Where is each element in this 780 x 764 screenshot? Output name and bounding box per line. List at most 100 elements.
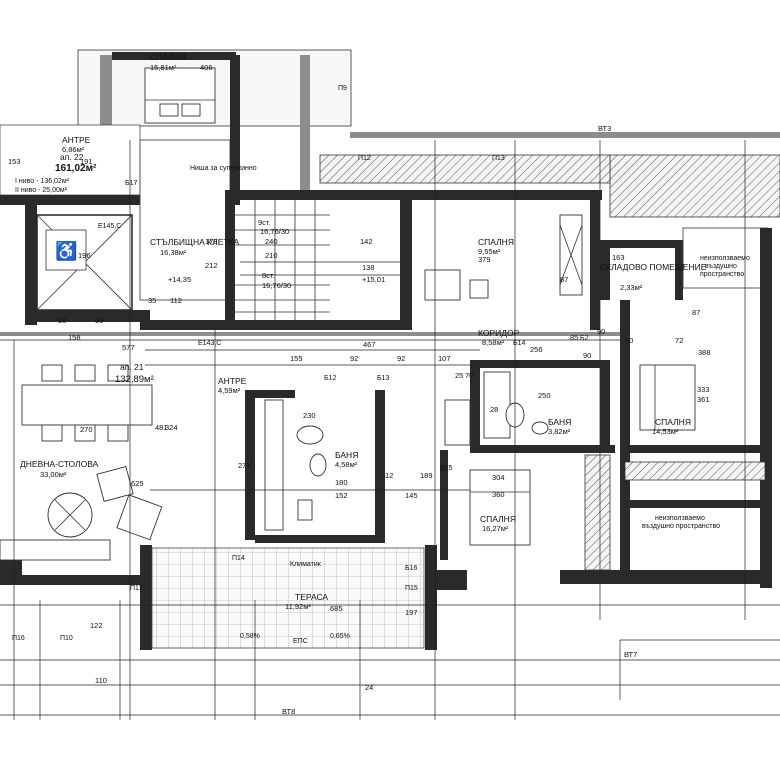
stair-treads <box>235 200 400 320</box>
dimension: 28 <box>490 405 498 414</box>
roof-hatch-right <box>609 154 780 218</box>
living-furniture <box>0 466 163 561</box>
apt22-level2: II ниво - 25,00м² <box>15 187 68 194</box>
bed-b <box>639 364 696 431</box>
dimension: 56 <box>95 316 103 325</box>
room-name-terrace: ТЕРАСА <box>295 592 328 602</box>
wardrobe-b <box>624 461 766 481</box>
axis-label: ВТ7 <box>624 650 637 659</box>
dimension: 270 <box>80 425 93 434</box>
room-name-antre21: АНТРЕ <box>218 376 247 386</box>
dimension: 467 <box>363 340 376 349</box>
room-name-bedroom-c: СПАЛНЯ <box>480 514 516 524</box>
axis-label: Б13 <box>377 375 389 382</box>
dimension: 24 <box>365 683 373 692</box>
dimension: 304 <box>492 473 505 482</box>
unused-air-top-3: пространство <box>700 271 744 278</box>
room-name-living: ДНЕВНА-СТОЛОВА <box>20 459 99 469</box>
apt22-zone: ♿ <box>0 124 225 325</box>
room-area-stair: 16,38м² <box>160 248 187 257</box>
dimension: 35 <box>148 296 156 305</box>
dimension: 379 <box>478 255 491 264</box>
room-name-bath-a: БАНЯ <box>335 450 358 460</box>
dimension: 388 <box>698 348 711 357</box>
room-name-corridor: КОРИДОР <box>478 328 520 338</box>
axis-label: П14 <box>232 555 245 562</box>
dimension: 685 <box>330 604 343 613</box>
room-area-corridor: 8,58м² <box>482 338 505 347</box>
dimension: 112 <box>170 296 182 305</box>
dimension: 158 <box>68 333 81 342</box>
dimension: 107 <box>438 354 451 363</box>
dimension: 191 <box>80 157 93 166</box>
axis-label: Е143,С <box>198 340 221 347</box>
unused-air-top-2: въздушно <box>705 263 737 270</box>
stair-upper-count: 9ст. <box>258 218 271 227</box>
dimension: 212 <box>205 261 218 270</box>
room-area-antre21: 4,59м² <box>218 386 241 395</box>
gutter-note: ЕПС <box>293 638 308 645</box>
dimension: 92 <box>397 354 405 363</box>
room-area-apt22-antre: 6,86м² <box>62 145 85 154</box>
dimension: 70 <box>465 371 473 380</box>
apt21-total: 132,89м² <box>115 374 154 385</box>
stair-lower-count: 8ст. <box>262 271 275 280</box>
dimension: 87 <box>560 275 568 284</box>
axis-label: ВТ8 <box>282 707 295 716</box>
apt22-total: 161,02м² <box>55 163 97 174</box>
axis-label: Б16 <box>405 565 417 572</box>
dimension: 360 <box>492 490 505 499</box>
dimension: 138 <box>362 263 375 272</box>
bed-c <box>469 469 531 546</box>
axis-label: П13 <box>492 155 505 162</box>
bedroom-a-walls <box>412 190 602 330</box>
dimension: 361 <box>697 395 710 404</box>
dimension: 625 <box>131 479 144 488</box>
dimension: 240 <box>265 237 278 246</box>
dimension: 180 <box>335 478 348 487</box>
room-area-bath-b: 3,82м² <box>548 427 571 436</box>
unused-air-bottom-1: неизползваемо <box>655 515 705 522</box>
axis-label: П11 <box>130 585 142 592</box>
room-name-bedroom-b: СПАЛНЯ <box>655 417 691 427</box>
dimension: 152 <box>335 491 348 500</box>
axis-label: П16 <box>12 635 25 642</box>
dimension: 230 <box>303 411 316 420</box>
room-area-bath-a: 4,58м² <box>335 460 358 469</box>
dimension: 481 <box>155 423 168 432</box>
slope-1: 0,58% <box>240 633 260 640</box>
room-name-storage: СКЛАДОВО ПОМЕЩЕНИЕ <box>600 262 707 272</box>
dimension: 210 <box>265 251 278 260</box>
dimension: 87 <box>692 308 700 317</box>
axis-label: Е145,С <box>98 223 121 230</box>
dimension: 85 <box>570 333 578 342</box>
axis-label: Б17 <box>125 180 137 187</box>
room-name-stair: СТЪЛБИЩНА КЛЕТКА <box>150 237 240 247</box>
bath-a-fixtures <box>264 399 327 531</box>
axis-label: П15 <box>405 585 418 592</box>
dimension: 142 <box>360 237 373 246</box>
unused-air-bottom-2: въздушно пространство <box>642 523 720 530</box>
axis-label: Б12 <box>324 375 336 382</box>
room-name-apt22-antre: АНТРЕ <box>62 135 91 145</box>
room-area-bedroom-c: 16,27м² <box>482 524 509 533</box>
apt21-walls <box>0 332 770 650</box>
room-area-bedroom-top: 15,81м² <box>150 63 177 72</box>
axis-label: П9 <box>338 85 347 92</box>
dimension: 122 <box>90 621 103 630</box>
dimension: 98 <box>58 316 66 325</box>
apt21-label: ап. 21 <box>120 362 144 372</box>
grid-lines <box>0 140 780 720</box>
dimension: 196 <box>78 251 91 260</box>
axis-label: П12 <box>358 155 371 162</box>
dimension: 577 <box>122 343 135 352</box>
dimension-labels: 467 155 92 92 107 70 25 577 158 50 90 25… <box>8 63 711 692</box>
level-a: +14,35 <box>168 275 191 284</box>
wardrobe-c <box>584 454 611 571</box>
dimension: 110 <box>95 676 107 685</box>
apt22-level1: I ниво - 136,02м² <box>15 178 70 185</box>
dimension: 333 <box>697 385 710 394</box>
slope-2: 0,65% <box>330 633 350 640</box>
dimension: 25 <box>455 371 463 380</box>
